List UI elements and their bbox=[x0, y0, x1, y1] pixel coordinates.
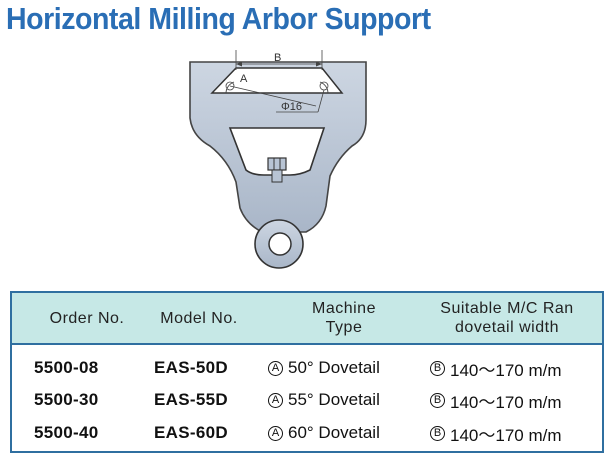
center-window bbox=[228, 127, 326, 176]
model-no: EAS-60D bbox=[154, 423, 228, 442]
spec-table: Order No. Model No. Machine Type Suitabl… bbox=[10, 291, 604, 453]
bolt-shank bbox=[271, 169, 283, 183]
suitable-width: B 140～170 m/m bbox=[430, 350, 562, 386]
machine-type: A 60° Dovetail bbox=[268, 415, 380, 451]
arbor-support-drawing: B A Φ16 bbox=[189, 50, 367, 269]
circled-a-icon: A bbox=[268, 425, 283, 441]
angle-a-label: A bbox=[240, 73, 248, 85]
circled-b-icon: B bbox=[430, 425, 445, 441]
model-no: EAS-50D bbox=[154, 358, 228, 377]
diameter-label: Φ16 bbox=[281, 101, 302, 113]
order-no: 5500-08 bbox=[34, 358, 99, 377]
machine-type: A 50° Dovetail bbox=[268, 350, 380, 386]
circled-a-icon: A bbox=[268, 360, 283, 376]
bolt-head bbox=[267, 157, 287, 171]
circled-a-icon: A bbox=[268, 392, 283, 408]
suitable-width: B 140～170 m/m bbox=[430, 382, 562, 418]
machine-type: A 55° Dovetail bbox=[268, 382, 380, 418]
table-row: 5500-30 EAS-55D A 55° Dovetail B 140～170… bbox=[12, 382, 602, 418]
dim-b-label: B bbox=[274, 52, 281, 64]
header-machine: Machine Type bbox=[312, 300, 376, 336]
header-model: Model No. bbox=[160, 309, 238, 327]
boss-hole bbox=[268, 232, 292, 256]
order-no: 5500-30 bbox=[34, 390, 99, 409]
page-title: Horizontal Milling Arbor Support bbox=[6, 1, 431, 36]
circled-b-icon: B bbox=[430, 360, 445, 376]
header-suitable: Suitable M/C Ran dovetail width bbox=[440, 300, 574, 336]
suitable-width: B 140～170 m/m bbox=[430, 415, 562, 451]
model-no: EAS-55D bbox=[154, 390, 228, 409]
circled-b-icon: B bbox=[430, 392, 445, 408]
table-row: 5500-08 EAS-50D A 50° Dovetail B 140～170… bbox=[12, 350, 602, 386]
header-order: Order No. bbox=[49, 309, 125, 327]
dovetail-notch bbox=[210, 67, 344, 94]
table-row: 5500-40 EAS-60D A 60° Dovetail B 140～170… bbox=[12, 415, 602, 451]
order-no: 5500-40 bbox=[34, 423, 99, 442]
table-header: Order No. Model No. Machine Type Suitabl… bbox=[12, 293, 602, 345]
